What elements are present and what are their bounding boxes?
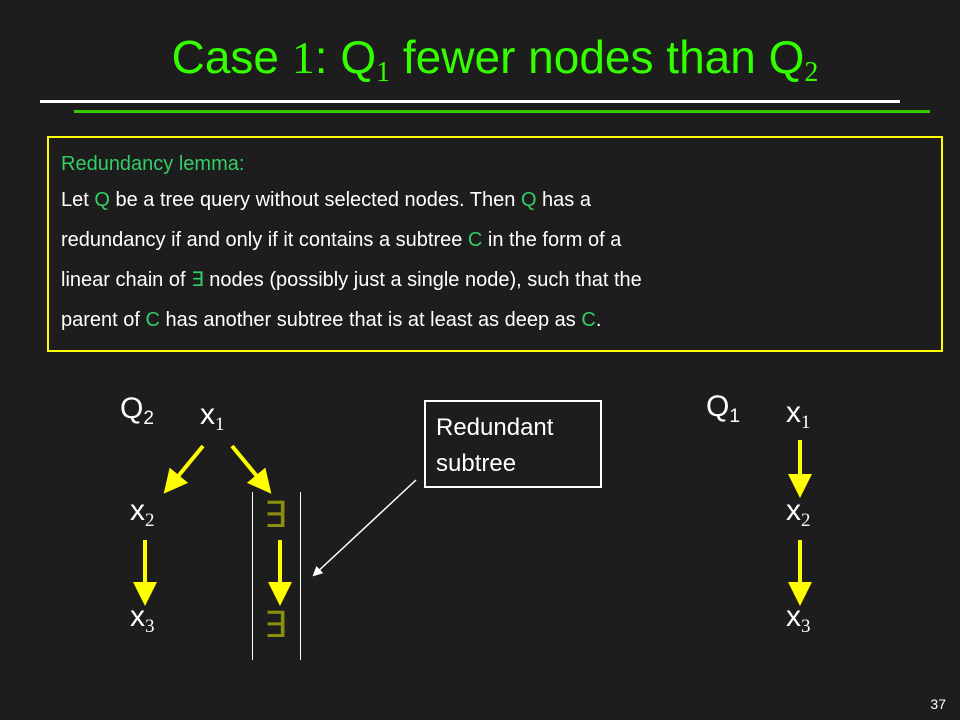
- q2-label-letter: Q: [120, 392, 144, 425]
- lemma-text-part: has another subtree that is at least as …: [159, 309, 582, 331]
- node-subscript: 2: [145, 510, 155, 531]
- lemma-text-part: nodes (possibly just a single node), suc…: [203, 269, 642, 291]
- lemma-c-symbol: C: [467, 229, 483, 251]
- slide-title: Case 1: Q1 fewer nodes than Q2: [0, 30, 960, 89]
- page-number: 37: [930, 696, 946, 712]
- subtree-bracket-right: [300, 492, 301, 660]
- lemma-text-part: has a: [536, 189, 591, 211]
- title-q1-subscript: 1: [376, 57, 391, 88]
- q2-exists-node-2: ∃: [264, 605, 287, 645]
- q1-node-x3: x3: [786, 600, 811, 638]
- lemma-text: Let Q be a tree query without selected n…: [61, 180, 929, 340]
- callout-line-1: Redundant: [436, 414, 554, 441]
- callout-line-2: subtree: [436, 450, 517, 477]
- lemma-box: Redundancy lemma: Let Q be a tree query …: [47, 136, 943, 352]
- edge-x1-exists-arrow: [230, 444, 272, 494]
- title-q2-subscript: 2: [804, 57, 819, 88]
- redundant-subtree-callout: Redundant subtree: [424, 400, 602, 488]
- q2-node-x1: x1: [200, 398, 225, 436]
- lemma-text-part: redundancy if and only if it contains a …: [61, 229, 468, 251]
- q1-label-letter: Q: [706, 390, 730, 423]
- node-letter: x: [130, 494, 145, 527]
- title-case-number: 1: [291, 32, 315, 83]
- lemma-exists-symbol: ∃: [191, 269, 204, 291]
- callout-pointer-arrow: [312, 479, 417, 577]
- title-middle: fewer nodes than Q: [390, 31, 805, 83]
- node-letter: x: [200, 398, 215, 431]
- lemma-text-part: .: [595, 309, 602, 331]
- q2-exists-node-1: ∃: [264, 495, 287, 535]
- title-underline-green: [74, 110, 930, 113]
- node-subscript: 1: [801, 412, 811, 433]
- q1-node-x1: x1: [786, 396, 811, 434]
- q2-node-x2: x2: [130, 494, 155, 532]
- node-subscript: 2: [801, 510, 811, 531]
- lemma-text-part: Let: [61, 189, 95, 211]
- lemma-text-part: be a tree query without selected nodes. …: [109, 189, 521, 211]
- q1-label: Q1: [706, 390, 740, 428]
- lemma-q-symbol: Q: [520, 189, 537, 211]
- node-letter: x: [786, 396, 801, 429]
- lemma-q-symbol: Q: [94, 189, 110, 211]
- node-subscript: 1: [215, 414, 225, 435]
- node-letter: x: [786, 600, 801, 633]
- lemma-text-part: in the form of a: [482, 229, 622, 251]
- title-underline-white: [40, 100, 900, 103]
- q1-node-x2: x2: [786, 494, 811, 532]
- lemma-c-symbol: C: [581, 309, 596, 331]
- q2-label-subscript: 2: [143, 408, 154, 429]
- edge-x1-x2-arrow: [163, 444, 205, 494]
- q2-node-x3: x3: [130, 600, 155, 638]
- node-subscript: 3: [145, 616, 155, 637]
- node-subscript: 3: [801, 616, 811, 637]
- node-letter: x: [786, 494, 801, 527]
- lemma-heading: Redundancy lemma:: [61, 153, 245, 175]
- q2-label: Q2: [120, 392, 154, 430]
- lemma-text-part: linear chain of: [61, 269, 192, 291]
- subtree-bracket-left: [252, 492, 253, 660]
- node-letter: x: [130, 600, 145, 633]
- lemma-text-part: parent of: [61, 309, 146, 331]
- title-q1: : Q: [314, 31, 377, 83]
- q1-label-subscript: 1: [729, 406, 740, 427]
- title-prefix: Case: [171, 31, 292, 83]
- lemma-c-symbol: C: [145, 309, 160, 331]
